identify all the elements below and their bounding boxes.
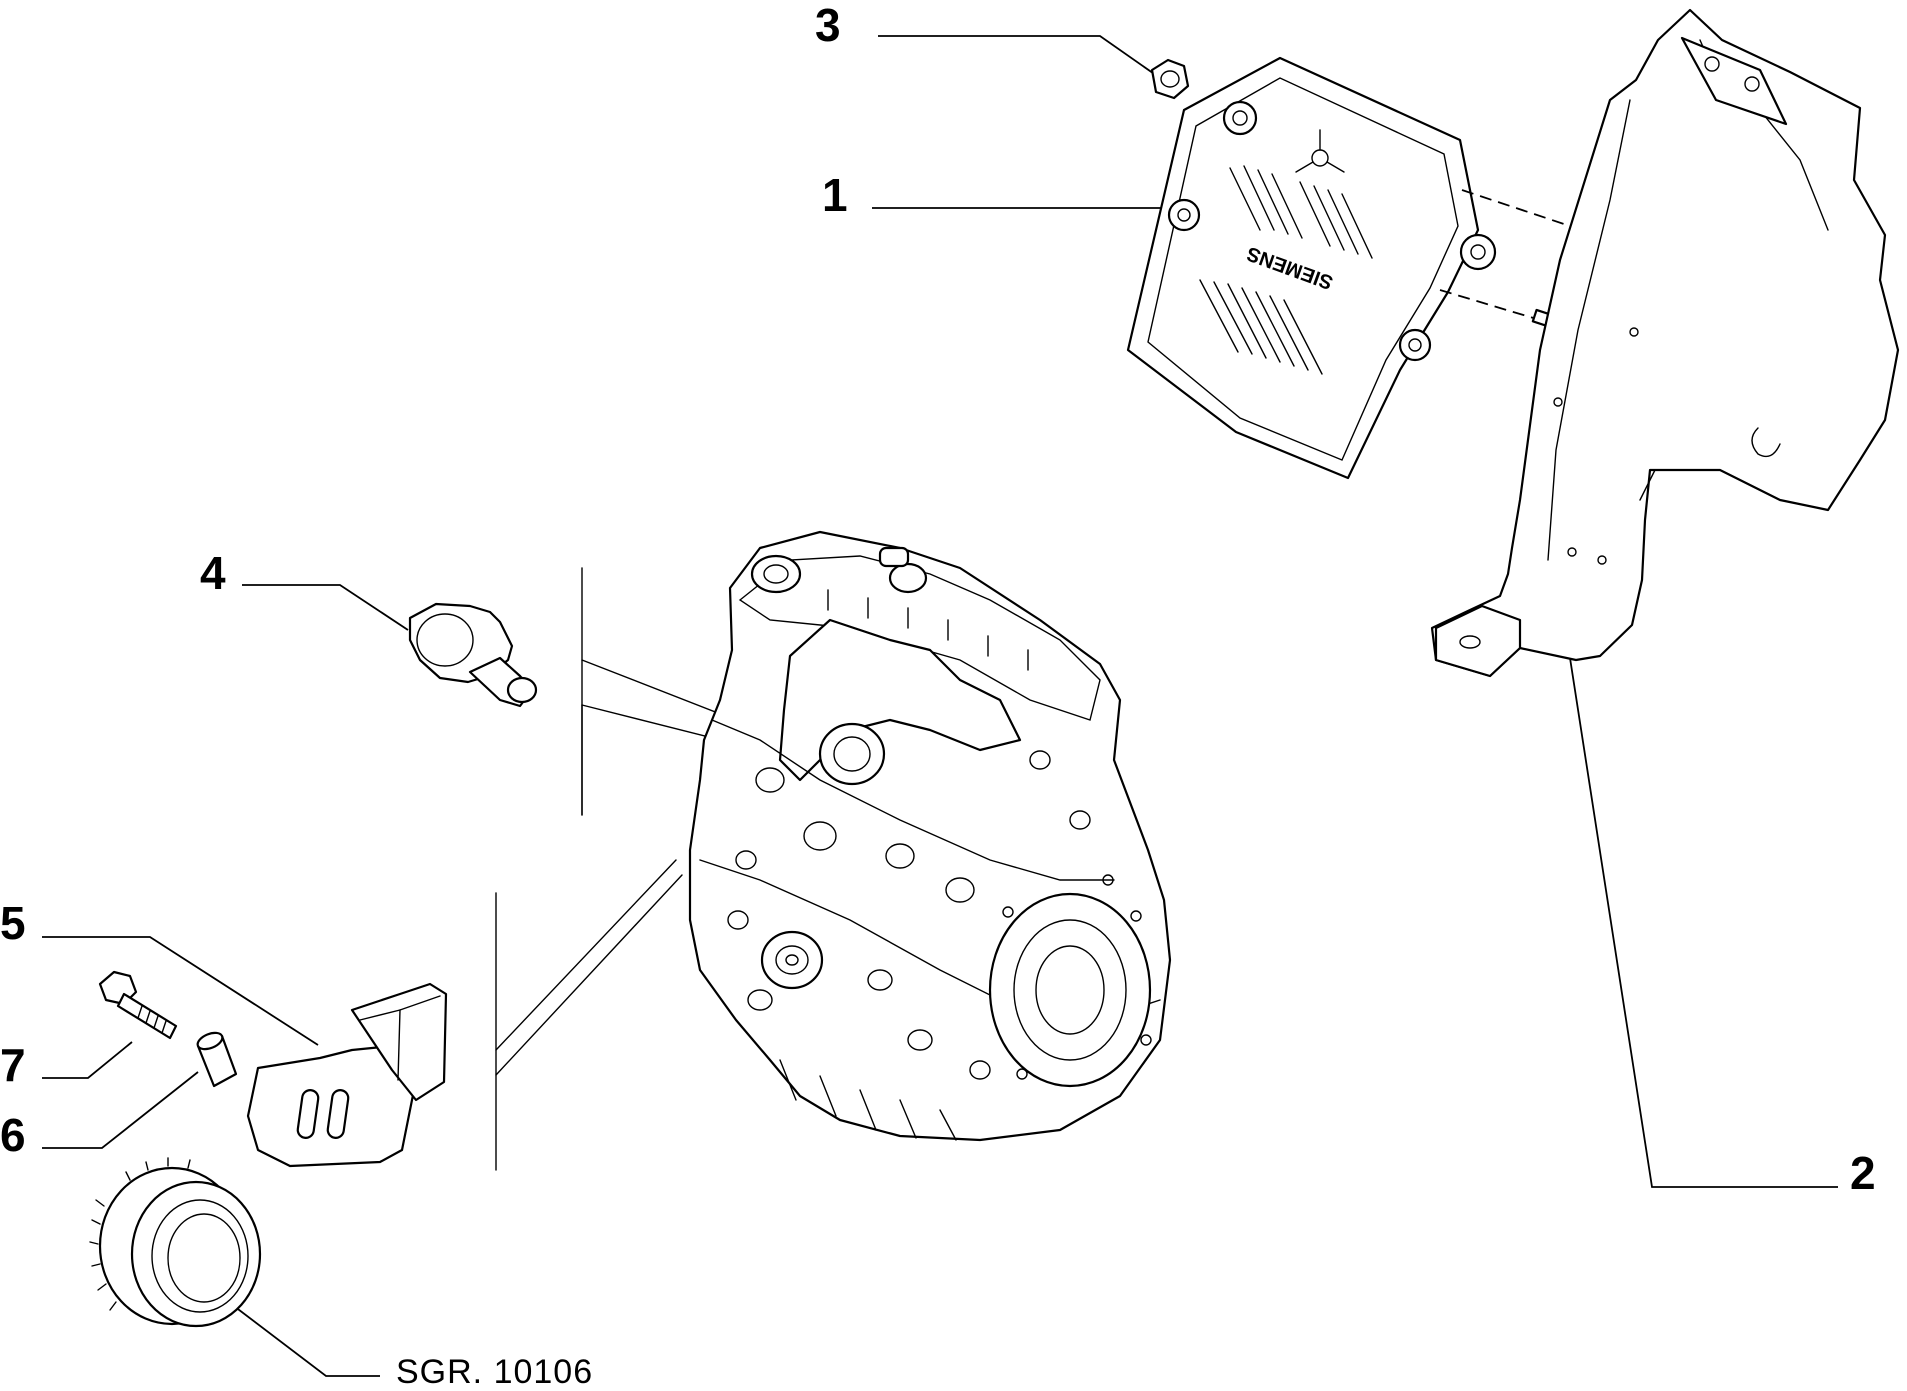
gear-part: [89, 1157, 262, 1328]
nut-part: [1150, 58, 1190, 100]
bushing-part: [196, 1031, 238, 1088]
sensor-part: [246, 982, 448, 1168]
bracket-part: [1430, 8, 1900, 678]
callout-2: 2: [1850, 1147, 1876, 1199]
callout-4: 4: [200, 547, 226, 599]
leader-2: [1569, 657, 1838, 1188]
engine-block-part: [688, 530, 1172, 1142]
leader-4: [242, 584, 409, 631]
callout-3: 3: [815, 0, 841, 51]
leader-lines: [42, 35, 1838, 1377]
leader-ref: [225, 1299, 380, 1377]
bolt-part: [98, 970, 178, 1040]
leader-5: [42, 936, 319, 1046]
leader-7: [42, 1041, 133, 1079]
callout-1: 1: [822, 169, 848, 221]
ecu-part: SIEMENS: [1126, 56, 1497, 480]
leader-3: [878, 35, 1161, 79]
leader-6: [42, 1071, 199, 1149]
reference-code: SGR. 10106: [396, 1353, 594, 1391]
callout-7: 7: [0, 1039, 26, 1091]
callout-6: 6: [0, 1109, 26, 1161]
callout-5: 5: [0, 897, 26, 949]
actuator-part: [408, 602, 538, 708]
